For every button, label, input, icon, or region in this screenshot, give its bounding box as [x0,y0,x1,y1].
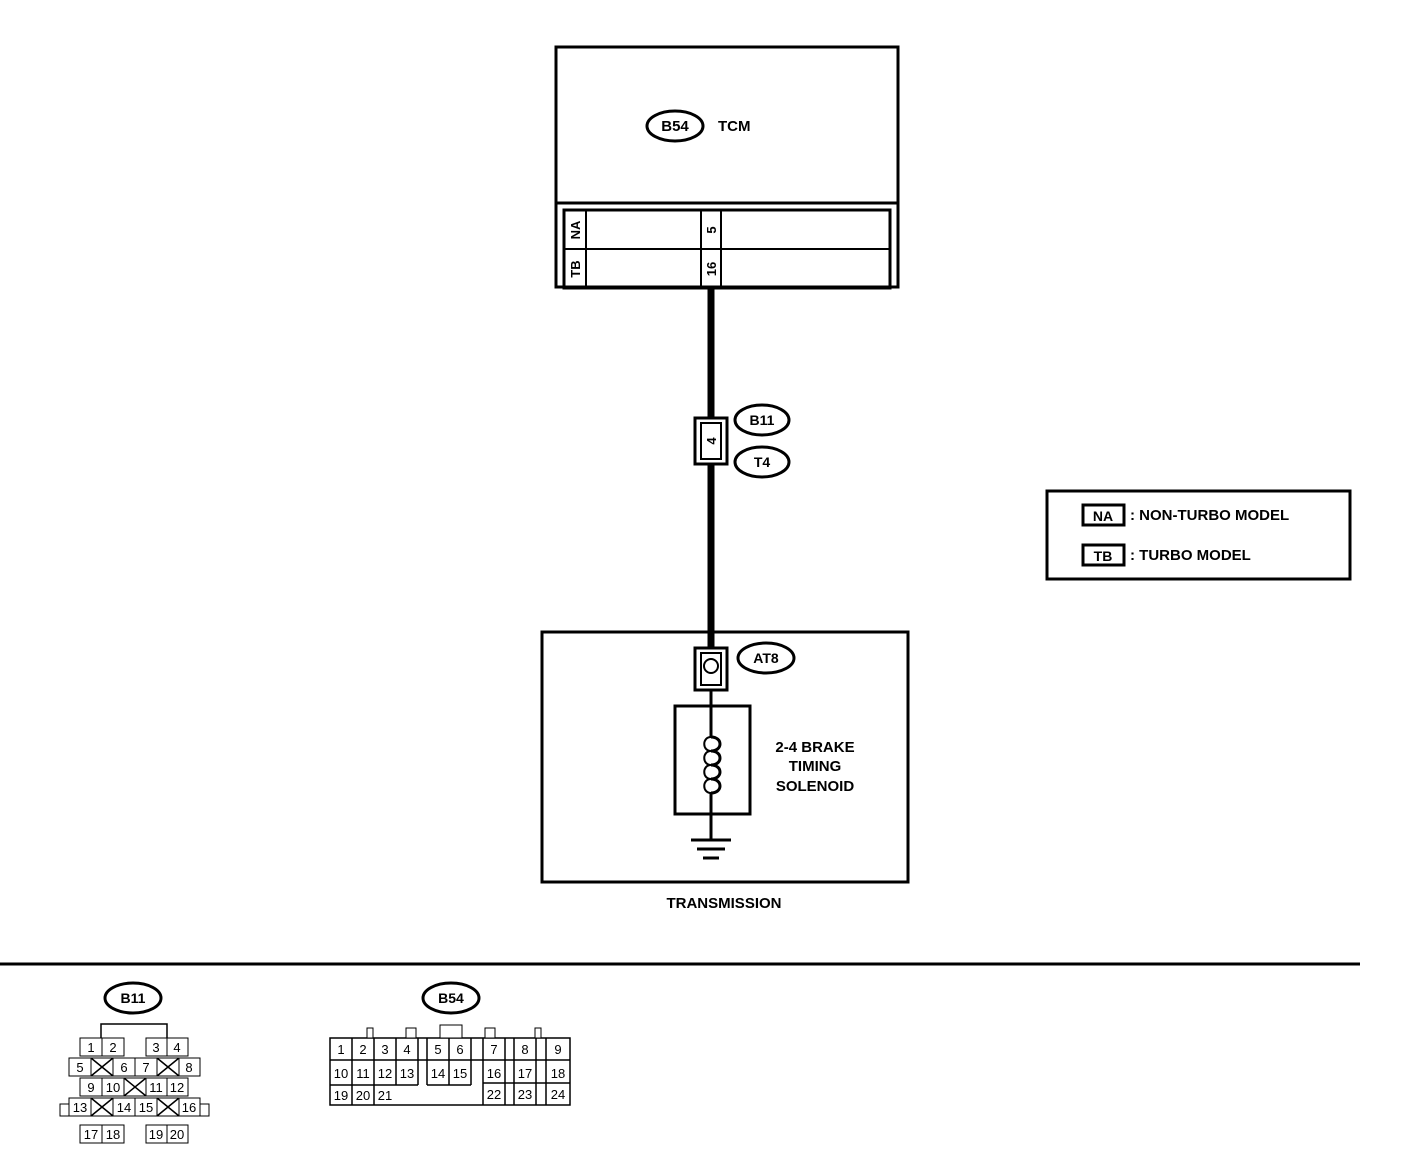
b11-pin: 16 [182,1100,196,1115]
tcm-pin-number-na: 5 [704,226,719,233]
junction-connector-id-1: B11 [750,412,775,428]
tcm-label: TCM [718,118,751,135]
legend-code-tb: TB [1094,548,1113,564]
solenoid-connector-id: AT8 [753,650,779,666]
b11-pin: 10 [106,1080,120,1095]
b54-pin: 14 [431,1066,445,1081]
b11-pin: 2 [109,1040,116,1055]
legend-text-tb: : TURBO MODEL [1130,547,1251,564]
b54-pin: 10 [334,1066,348,1081]
b11-pin: 12 [170,1080,184,1095]
b54-pin: 15 [453,1066,467,1081]
b54-pin: 18 [551,1066,565,1081]
solenoid-label-line-1: 2-4 BRAKE [775,739,854,756]
b54-pin: 22 [487,1087,501,1102]
junction-connector: 4 B11 T4 [693,403,791,479]
b11-pin: 6 [120,1060,127,1075]
b54-pin: 23 [518,1087,532,1102]
b54-pin: 21 [378,1088,392,1103]
b54-pin: 11 [356,1066,370,1081]
transmission-label: TRANSMISSION [666,895,781,912]
tcm-pin-number-tb: 16 [704,262,719,276]
tcm-pin-table: NA TB 5 16 [562,208,892,290]
b54-pin: 8 [521,1042,528,1057]
b54-pin: 1 [337,1042,344,1057]
junction-connector-id-2: T4 [754,454,771,470]
b11-pin: 9 [87,1080,94,1095]
b54-pin: 12 [378,1066,392,1081]
connector-view-b11-id: B11 [121,990,146,1006]
b54-pin: 19 [334,1088,348,1103]
b11-pin: 5 [76,1060,83,1075]
connector-view-b54: B54 1 2 3 4 5 6 7 8 9 [329,981,571,1106]
b11-pin: 4 [173,1040,180,1055]
b54-pin: 16 [487,1066,501,1081]
legend-text-na: : NON-TURBO MODEL [1130,507,1289,524]
b11-pin: 8 [185,1060,192,1075]
tcm-pin-model-na: NA [568,220,583,239]
b11-pin: 7 [142,1060,149,1075]
legend-code-na: NA [1093,508,1113,524]
b54-pin: 9 [554,1042,561,1057]
junction-connector-badge-1 [733,403,791,437]
b11-pin: 3 [152,1040,159,1055]
coil-icon [710,735,722,795]
ground-icon [691,838,731,860]
connector-view-b54-id: B54 [438,990,464,1006]
b54-pin: 6 [456,1042,463,1057]
tcm-connector-id: B54 [661,118,689,135]
solenoid-label-line-2: TIMING [789,758,842,775]
connector-view-b11: B11 1 2 3 4 5 6 7 8 9 10 11 12 [59,981,210,1144]
b11-pin: 1 [87,1040,94,1055]
junction-connector-badge-2 [733,445,791,479]
b11-pin: 18 [106,1127,120,1142]
b54-pin: 13 [400,1066,414,1081]
b11-pin: 13 [73,1100,87,1115]
solenoid-label-line-3: SOLENOID [776,778,855,795]
b11-pin: 19 [149,1127,163,1142]
b11-pin: 15 [139,1100,153,1115]
b54-pin: 5 [434,1042,441,1057]
b11-pin: 14 [117,1100,131,1115]
junction-pin-number: 4 [704,437,719,445]
solenoid-connector-badge [736,641,796,675]
b54-pin: 7 [490,1042,497,1057]
b11-pin: 17 [84,1127,98,1142]
b54-pin: 20 [356,1088,370,1103]
transmission-unit: AT8 2-4 BRAKE TIMING SOLENOID [540,630,910,884]
b54-pin: 17 [518,1066,532,1081]
tcm-pin-model-tb: TB [568,260,583,277]
tcm-connector-badge [645,109,705,143]
tcm-unit: B54 TCM [554,45,900,289]
b54-pin: 2 [359,1042,366,1057]
b54-pin: 4 [403,1042,410,1057]
b11-pin: 20 [170,1127,184,1142]
b54-pin: 24 [551,1087,565,1102]
legend: NA : NON-TURBO MODEL TB : TURBO MODEL [1045,489,1352,581]
b11-pin: 11 [149,1080,163,1095]
b54-pin: 3 [381,1042,388,1057]
